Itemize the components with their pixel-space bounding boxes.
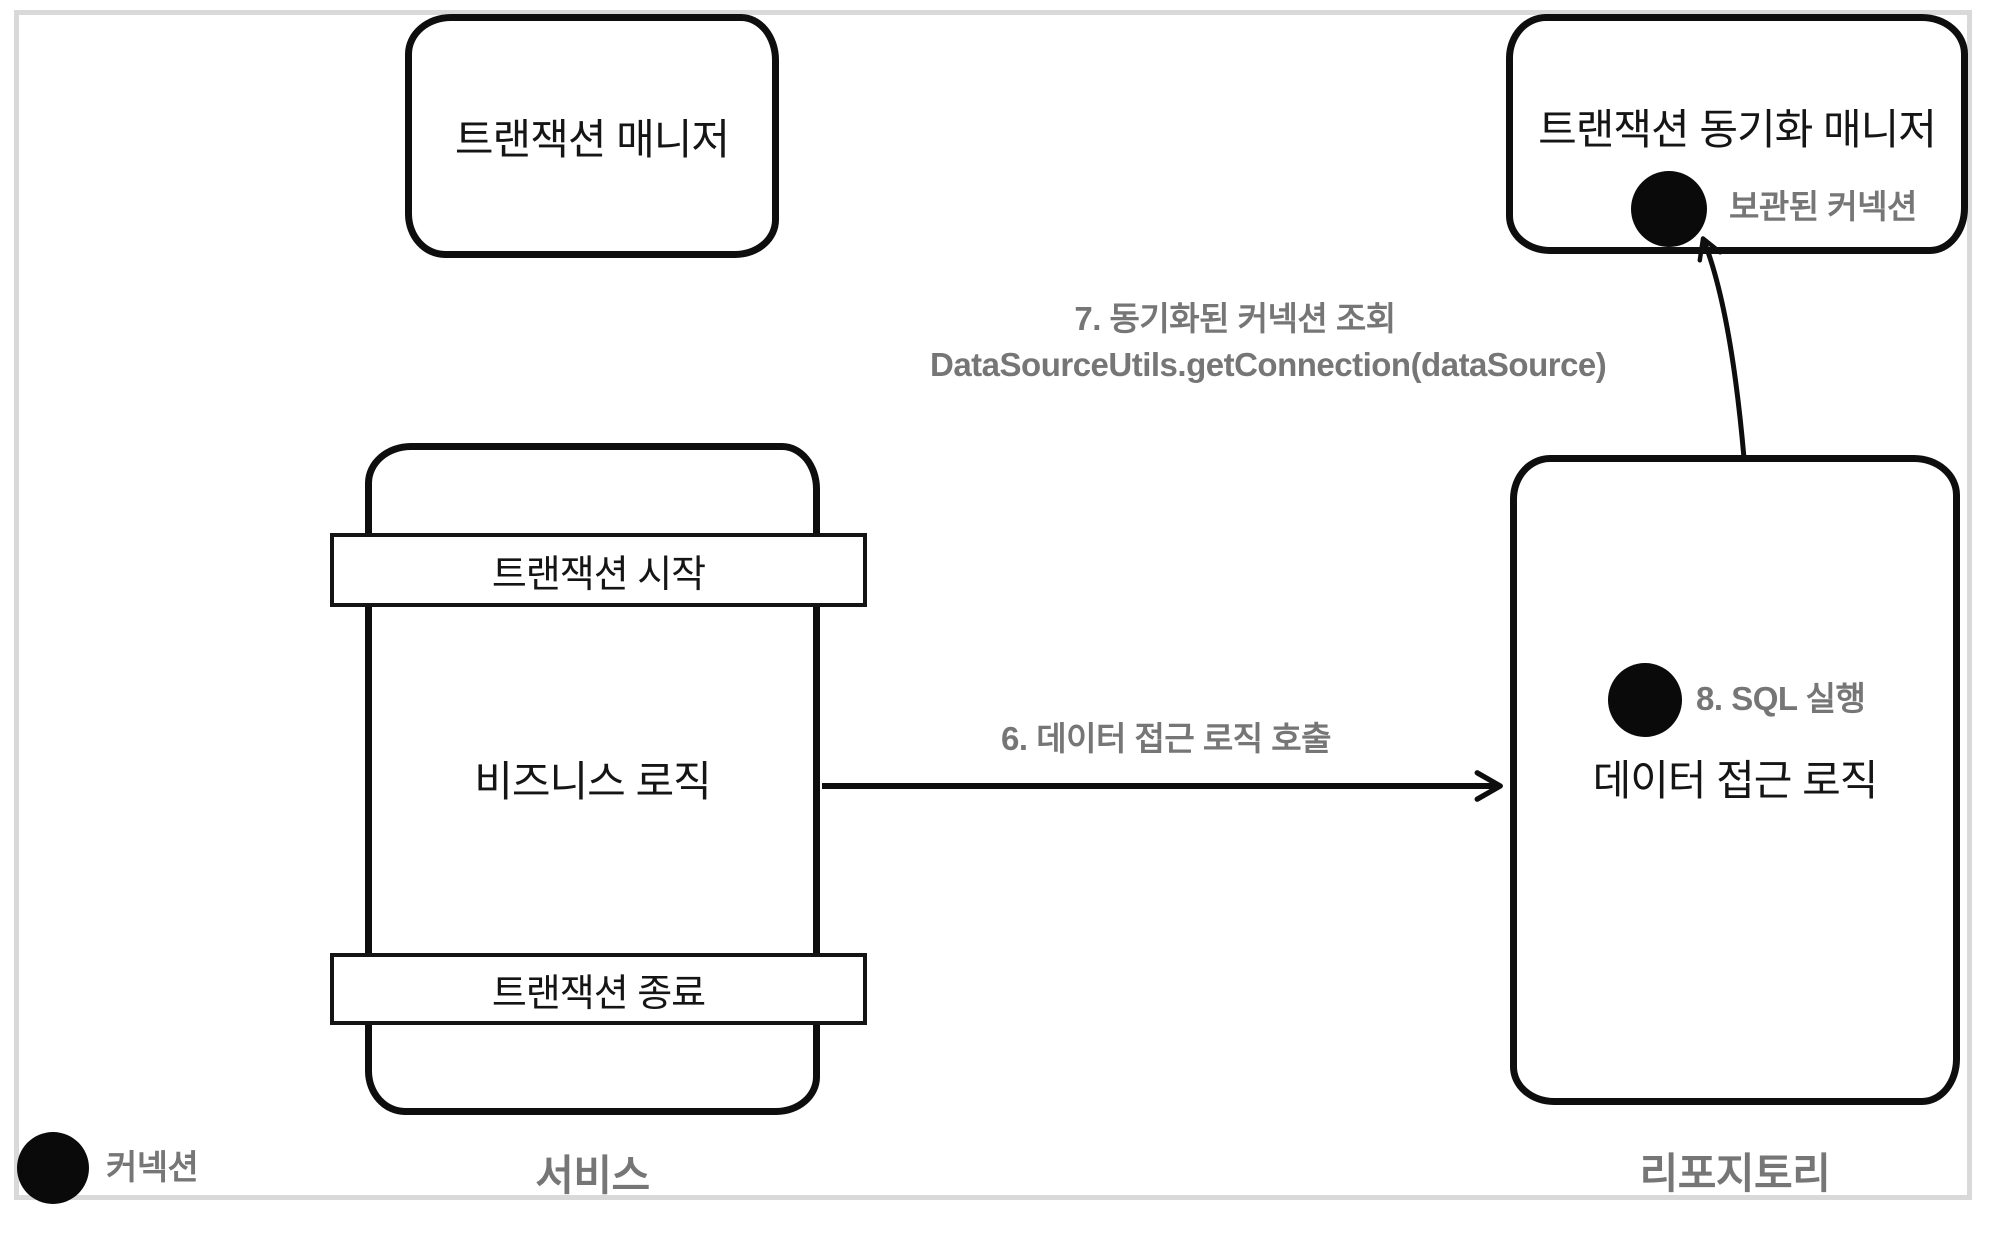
service-footer-label: 서비스 xyxy=(535,1152,650,1199)
transaction-end-band: 트랜잭션 종료 xyxy=(330,953,867,1025)
transaction-sync-manager-title: 트랜잭션 동기화 매니저 xyxy=(1538,106,1937,153)
business-logic-label: 비즈니스 로직 xyxy=(474,758,712,805)
connection-dot-icon xyxy=(1631,171,1707,247)
diagram-border xyxy=(14,10,1972,1200)
stored-connection-label: 보관된 커넥션 xyxy=(1729,188,1917,225)
arrow-get-connection-label-line2: DataSourceUtils.getConnection(dataSource… xyxy=(930,346,1607,383)
box-transaction-manager: 트랜잭션 매니저 xyxy=(405,14,779,258)
data-access-logic-label: 데이터 접근 로직 xyxy=(1592,757,1879,804)
arrow-get-connection-label: 7. 동기화된 커넥션 조회 DataSourceUtils.getConnec… xyxy=(930,296,1607,388)
sql-exec-label: 8. SQL 실행 xyxy=(1696,680,1866,717)
box-transaction-sync-manager: 트랜잭션 동기화 매니저 보관된 커넥션 xyxy=(1506,14,1968,254)
transaction-manager-title: 트랜잭션 매니저 xyxy=(454,115,730,163)
box-repository xyxy=(1510,455,1960,1105)
arrow-get-connection-label-line1: 7. 동기화된 커넥션 조회 xyxy=(1074,300,1396,337)
arrow-call-data-access-label: 6. 데이터 접근 로직 호출 xyxy=(1001,720,1331,757)
transaction-start-band: 트랜잭션 시작 xyxy=(330,533,867,607)
connection-dot-icon xyxy=(17,1132,89,1204)
legend-connection-label: 커넥션 xyxy=(106,1149,199,1187)
connection-dot-icon xyxy=(1608,663,1682,737)
repository-footer-label: 리포지토리 xyxy=(1639,1150,1831,1197)
